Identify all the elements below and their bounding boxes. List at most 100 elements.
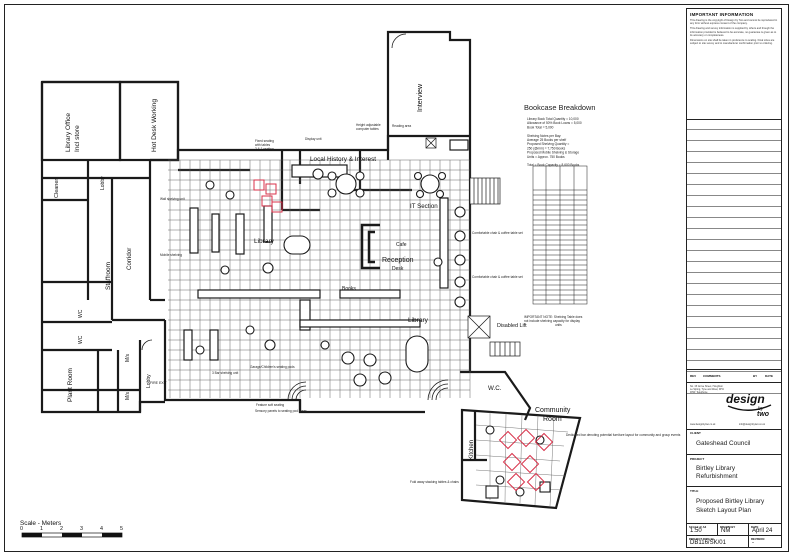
bookcase-line: 250 (@mm) = 7,750 Books [527, 146, 566, 150]
date-label: DATE [765, 374, 773, 378]
reception-desk [360, 223, 380, 270]
info-heading: IMPORTANT INFORMATION [690, 12, 754, 17]
title-label: TITLE [690, 489, 699, 493]
scale-value: 1:50 [690, 528, 702, 534]
revision-cell: REVISION - [751, 537, 765, 546]
bookcase-line: Shelving Notes per Bay: [527, 134, 561, 138]
project-number-cell: PROJECT DWG No. DB116/SK/01 [687, 536, 749, 547]
label-library2: Library [408, 317, 429, 324]
ann-withtables: with tables [255, 143, 270, 147]
label-corridor: Corridor [126, 248, 133, 270]
project-label: PROJECT [690, 457, 705, 461]
client-name: Gateshead Council [696, 440, 751, 447]
label-hot-desk: Hot Desk Working [151, 99, 158, 152]
svg-text:design: design [726, 392, 765, 406]
bookcase-line: Allowance of 50% Book Loans = 5,000 [527, 121, 582, 125]
ann-feature: Feature soft seating [256, 403, 284, 407]
bookcase-line: Book Total = 5,000 [527, 125, 554, 129]
important-information: IMPORTANT INFORMATION This drawing is th… [687, 9, 781, 120]
revision-header: REV COMMENTS BY DATE [687, 369, 781, 383]
label-local-history: Local History & Interest [310, 156, 376, 163]
bookcase-line: Units = Approx. 750 Books [527, 155, 565, 159]
ann-sensory: Sensory panels to seating pod areas [255, 409, 307, 413]
design-by-two-logo: design by two [726, 392, 772, 417]
drawing-sheet [4, 4, 789, 552]
scale-tick-label: 4 [100, 526, 103, 532]
bookcase-table [532, 165, 588, 305]
curved-stairs [141, 33, 449, 401]
scale-tick-label: 0 [20, 526, 23, 532]
scale-tick-label: 1 [40, 526, 43, 532]
ann-foldaway: Fold away stacking tables & chairs [410, 480, 459, 484]
label-incl-store: Incl store [74, 125, 81, 152]
red-furniture [253, 179, 554, 492]
project-field: PROJECT Birtley Library Refurbishment [687, 455, 781, 487]
stairs [425, 137, 521, 357]
ann-computer: computer tables [356, 127, 379, 131]
ann-mobile: Mobile shelving [160, 253, 182, 257]
company-address: No. 15 Grove Street, Houghton Le Spring,… [687, 381, 781, 430]
label-cafe: Cafe [396, 242, 407, 248]
scale-cell: SCALE @ A3 1:50 [687, 524, 718, 536]
info-para1: This drawing is the copyright of Design … [690, 19, 778, 26]
by-label: BY [753, 374, 758, 378]
email-text: info@designbytwo.co.uk [739, 423, 765, 426]
drawn-cell: DRAWN BY NM [718, 524, 749, 536]
ann-bar: 3 Bar shelving unit [212, 371, 238, 375]
client-field: CLIENT Gateshead Council [687, 429, 781, 455]
label-wc2: W.C. [488, 385, 502, 392]
label-library-office: Library Office [65, 113, 72, 152]
label-interview: Interview [417, 83, 424, 112]
ann-garage: Garage/Children's seating pods [250, 365, 295, 369]
title-line1: Proposed Birtley Library [696, 498, 765, 505]
label-fire-exit: FIRE EXIT [150, 381, 168, 385]
label-disabled-lift: Disabled Lift [497, 323, 527, 329]
ann-reading: Reading area [392, 124, 411, 128]
ann-fixed: Fixed seating [255, 139, 274, 143]
bookcase-note1: IMPORTANT NOTE: Shelving Table does [524, 315, 583, 319]
website-text: www.designbytwo.co.uk [690, 423, 716, 426]
label-reception2: Desk [392, 266, 404, 272]
label-kitchen: Kitchen [469, 440, 475, 460]
address-text: No. 15 Grove Street, Houghton Le Spring,… [690, 385, 724, 394]
drawing-details: SCALE @ A3 1:50 DRAWN BY NM DATE April 2… [687, 524, 781, 547]
label-library: Library [254, 238, 275, 245]
comments-label: COMMENTS [703, 374, 721, 378]
scale-tick-label: 2 [60, 526, 63, 532]
label-reception: Reception [382, 257, 414, 264]
date-value: April 24 [752, 528, 773, 534]
ann-combo: 2 & 1 seating [255, 147, 274, 151]
label-lobby2: Lobby [146, 374, 152, 388]
bookcase-note2: not include shelving capacity for displa… [524, 319, 580, 323]
title-line2: Sketch Layout Plan [696, 507, 752, 514]
floor-plan: Library Office Incl store Hot Desk Worki… [20, 30, 681, 538]
label-wc-b: WC [78, 335, 84, 344]
ann-dedicated: Dedicated bar denoting potential furnitu… [566, 433, 681, 437]
label-lobby: Lobby [100, 176, 106, 190]
ann-display: Display unit [305, 137, 322, 141]
label-community: Community [535, 407, 571, 414]
scale-tick-label: 5 [120, 526, 123, 532]
project-line1: Birtley Library [696, 465, 736, 472]
bookcase-line: Total = Book Capacity = 8,600 Books [527, 163, 580, 167]
bookcase-title: Bookcase Breakdown [524, 103, 596, 112]
label-plant-room: Plant Room [67, 368, 74, 402]
label-wc: WC [78, 309, 84, 318]
revision-value: - [752, 540, 754, 546]
ann-height: Height adjustable [356, 123, 381, 127]
label-staffroom: Staffroom [105, 262, 112, 290]
rev-label: REV [690, 374, 697, 378]
label-community2: Room [543, 416, 562, 423]
annotations: Height adjustable computer tables Fixed … [160, 123, 681, 484]
scale-label: Scale - Meters [20, 520, 61, 527]
revision-lines [687, 119, 781, 394]
client-label: CLIENT [690, 431, 701, 435]
bookcase-line: Average 25 Books per shelf [527, 138, 566, 142]
ann-wall: Wall shelving unit [160, 197, 185, 201]
label-cleaner: Cleaner [54, 179, 60, 198]
info-para3: Dimensions on site shall be taken in pre… [690, 39, 775, 46]
title-field: TITLE Proposed Birtley Library Sketch La… [687, 487, 781, 524]
tables-chairs [195, 168, 551, 499]
date-cell: DATE April 24 [749, 524, 781, 536]
